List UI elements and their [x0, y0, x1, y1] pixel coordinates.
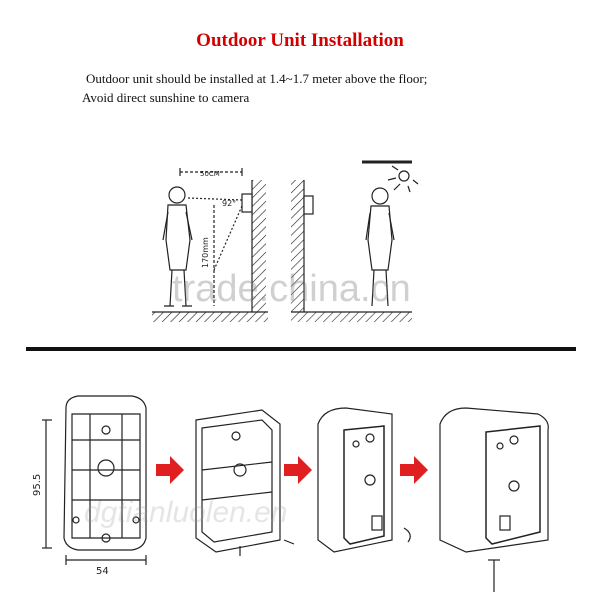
person-icon	[365, 187, 395, 307]
instruction-sunshine: Avoid direct sunshine to camera	[82, 90, 250, 105]
page-title: Outdoor Unit Installation	[196, 30, 404, 51]
distance-label: 50CM	[200, 170, 220, 178]
mounting-steps	[42, 395, 549, 592]
arrow-right-icon	[400, 456, 428, 484]
arrow-right-icon	[156, 456, 184, 484]
scene-sunshine-diagram	[291, 160, 419, 322]
plate-perspective-step	[195, 409, 295, 556]
unit-insert-step	[317, 407, 411, 553]
sun-icon	[387, 165, 419, 193]
watermark-center: trade.china.cn	[172, 268, 411, 310]
person-icon	[162, 186, 193, 307]
arrow-right-icon	[284, 456, 312, 484]
section-divider	[26, 347, 576, 351]
scene-height-diagram	[152, 168, 268, 322]
instruction-height: Outdoor unit should be installed at 1.4~…	[86, 71, 428, 86]
step-arrows	[156, 456, 428, 484]
unit-height-label: 95.5	[32, 474, 43, 496]
watermark-bottom: dgtianluolen.en	[84, 496, 288, 529]
angle-label: 92°	[222, 199, 236, 208]
height-label: 170mm	[201, 237, 210, 268]
back-plate-step	[42, 395, 147, 565]
unit-width-label: 54	[96, 566, 109, 577]
unit-final-step	[439, 407, 549, 592]
